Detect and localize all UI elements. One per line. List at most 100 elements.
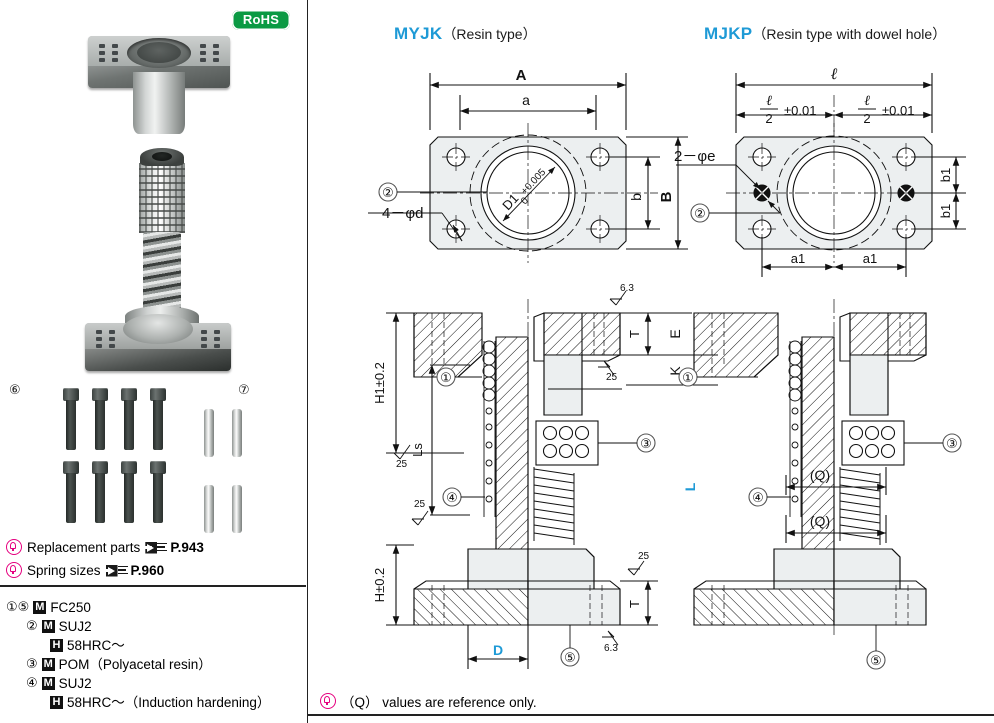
- pink-bulb-icon: [320, 693, 336, 709]
- balloon-3-left: ③: [640, 437, 652, 452]
- footer-rule: [308, 714, 994, 716]
- material-tag: H: [50, 696, 63, 709]
- finish-25-a: 25: [606, 372, 618, 383]
- bolt-slot: [109, 337, 115, 341]
- finish-6-3-bottom: 6.3: [604, 643, 618, 654]
- bolt-slot: [96, 344, 102, 348]
- bolt-slot: [200, 44, 206, 48]
- bolt-slot: [214, 337, 220, 341]
- material-text: SUJ2: [58, 676, 92, 691]
- callout-6: ⑥: [9, 383, 21, 398]
- drawing-title-right: MJKP（Resin type with dowel hole）: [704, 24, 946, 44]
- pink-bulb-icon: [6, 539, 22, 555]
- balloon-2-top: ②: [382, 186, 394, 201]
- material-tag: H: [50, 639, 63, 652]
- bolt-slot: [96, 337, 102, 341]
- finish-25-b: 25: [396, 459, 408, 470]
- material-text: 58HRC～（Induction hardening）: [67, 695, 271, 710]
- half-dim-denominator: 2: [765, 111, 772, 126]
- dim-Ls: Ls: [410, 443, 425, 457]
- half-dim-numerator: ℓ: [766, 94, 772, 109]
- balloon-5-right: ⑤: [870, 654, 882, 669]
- balloon-3-right: ③: [946, 437, 958, 452]
- note-spring-sizes[interactable]: Spring sizes P.960: [6, 562, 164, 578]
- callout-7: ⑦: [238, 383, 250, 398]
- tolerance-lower: 0: [519, 195, 531, 207]
- bolt-slot: [213, 51, 219, 55]
- left-product-column: RoHS: [0, 0, 308, 723]
- balloon-2-right: ②: [694, 207, 706, 222]
- page-arrow-icon: [145, 541, 168, 554]
- material-text: FC250: [50, 600, 91, 615]
- bolt-slot: [112, 51, 118, 55]
- ref-dim-Q-lower: (Q): [810, 513, 830, 529]
- dim-ell: ℓ: [831, 66, 838, 83]
- bolt-slot: [213, 58, 219, 62]
- finish-6-3-top: 6.3: [620, 283, 634, 294]
- bolt-slot: [200, 58, 206, 62]
- bolt-slot: [214, 344, 220, 348]
- drawing-code-mjkp: MJKP: [704, 24, 753, 43]
- bolt-slot: [213, 44, 219, 48]
- material-row: ④ M SUJ2: [6, 674, 270, 693]
- dim-b: b: [628, 193, 644, 201]
- footer-note: （Q） values are reference only.: [320, 691, 537, 711]
- dim-K: K: [667, 366, 683, 376]
- dim-L: L: [682, 482, 698, 491]
- dim-T-top: T: [627, 330, 642, 338]
- half-dim-left: ℓ 2 ±0.01: [760, 94, 816, 126]
- rohs-badge: RoHS: [232, 10, 290, 30]
- drawing-title-left: MYJK（Resin type）: [394, 24, 537, 44]
- dowel-pin: [232, 409, 242, 457]
- material-row: ①⑤ M FC250: [6, 598, 270, 617]
- material-tag: M: [41, 677, 55, 690]
- hole-callout-4-phi-d: 4－φd: [382, 205, 423, 222]
- material-text: 58HRC～: [67, 638, 125, 653]
- dim-D: D: [493, 642, 503, 658]
- material-index: ①⑤: [6, 600, 30, 615]
- bolt-slot: [96, 330, 102, 334]
- half-dim-tolerance: ±0.01: [882, 103, 914, 118]
- balloon-4-left: ④: [446, 491, 458, 506]
- drawing-myjk: A a b B D1 +0.005 0 4－φd ② H1±0.2 Ls H±0…: [368, 67, 718, 669]
- dowel-pin: [232, 485, 242, 533]
- material-index: ②: [26, 619, 38, 634]
- bolt-slot: [99, 51, 105, 55]
- bolt-slot: [99, 58, 105, 62]
- product-photo: [55, 18, 255, 373]
- note-page-ref[interactable]: P.960: [130, 562, 165, 578]
- page-arrow-icon: [105, 564, 128, 577]
- dim-b1-lower: b1: [938, 204, 953, 218]
- dowel-pin: [204, 409, 214, 457]
- material-row: H 58HRC～: [6, 636, 270, 655]
- bolt-slot: [109, 344, 115, 348]
- material-row: ③ M POM（Polyacetal resin）: [6, 655, 270, 674]
- material-row: ② M SUJ2: [6, 617, 270, 636]
- dim-T-bottom: T: [627, 600, 642, 608]
- pink-bulb-icon: [6, 562, 22, 578]
- note-label: Replacement parts: [27, 539, 141, 555]
- finish-25-d: 25: [638, 551, 650, 562]
- note-replacement-parts[interactable]: Replacement parts P.943: [6, 539, 204, 555]
- bolt-slot: [201, 337, 207, 341]
- drawings-area: MYJK（Resin type） MJKP（Resin type with do…: [308, 0, 994, 723]
- finish-25-c: 25: [414, 499, 426, 510]
- balloon-5-left: ⑤: [564, 651, 576, 666]
- material-index: ④: [26, 676, 38, 691]
- balloon-4-right: ④: [752, 491, 764, 506]
- bolt-slot: [201, 330, 207, 334]
- dowel-pin: [204, 485, 214, 533]
- balloon-1-left: ①: [440, 371, 452, 386]
- bolt-slot: [214, 330, 220, 334]
- drawing-subtitle-mjkp: （Resin type with dowel hole）: [752, 26, 947, 42]
- note-page-ref[interactable]: P.943: [170, 539, 204, 555]
- ref-dim-Q-upper: (Q): [810, 467, 830, 483]
- upper-bore-inner: [137, 42, 181, 63]
- dim-A: A: [516, 67, 527, 84]
- drawing-code-myjk: MYJK: [394, 24, 443, 43]
- balloon-1-right: ①: [682, 371, 694, 386]
- dim-E: E: [667, 329, 683, 338]
- note-label: Spring sizes: [27, 562, 101, 578]
- material-row: H 58HRC～（Induction hardening）: [6, 693, 270, 712]
- bolt-slot: [109, 330, 115, 334]
